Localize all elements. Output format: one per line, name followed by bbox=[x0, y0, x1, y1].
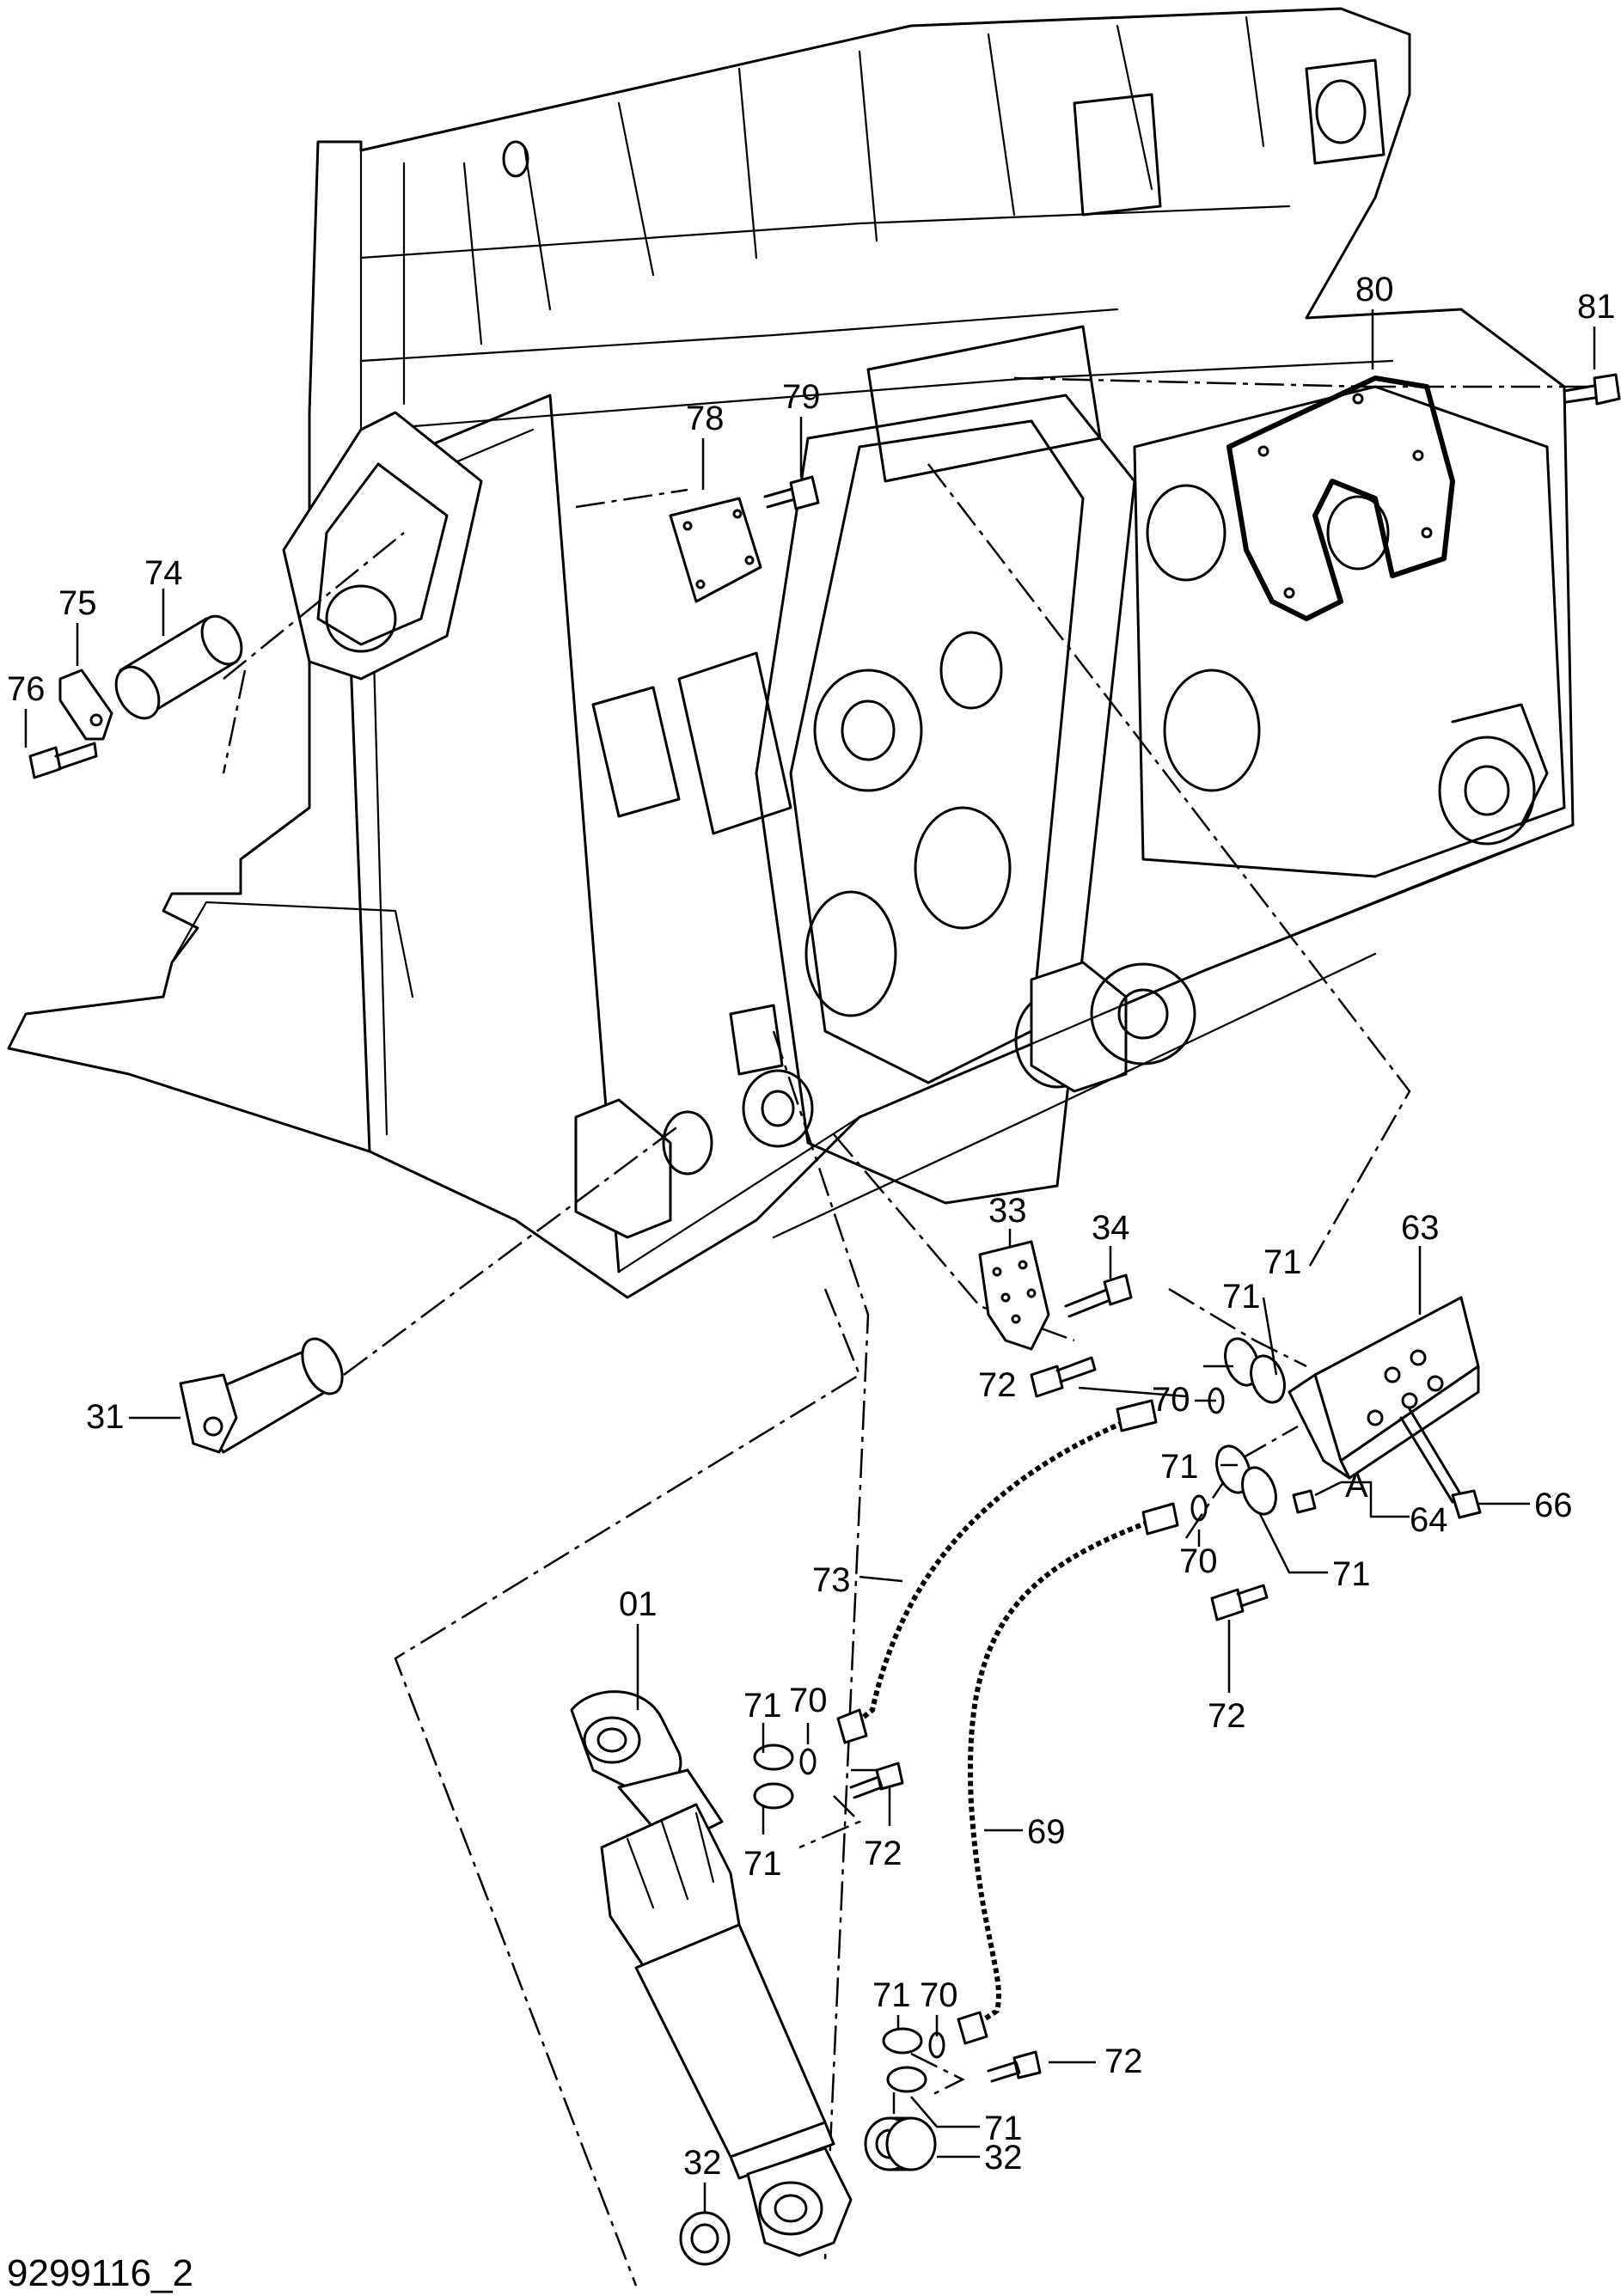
callout-71: 71 bbox=[1263, 1243, 1302, 1281]
bushings-32 bbox=[679, 2116, 937, 2266]
callout-a: A bbox=[1345, 1467, 1368, 1505]
callout-80: 80 bbox=[1355, 271, 1394, 308]
callout-66: 66 bbox=[1534, 1487, 1573, 1524]
bolt-79 bbox=[763, 475, 820, 510]
callout-64: 64 bbox=[1410, 1501, 1448, 1539]
callout-72: 72 bbox=[1104, 2043, 1143, 2080]
leader-lines bbox=[24, 309, 1596, 2213]
bolt-34 bbox=[1064, 1273, 1133, 1318]
lock-plate-75 bbox=[58, 669, 113, 741]
assembly-centerlines bbox=[222, 376, 1590, 2287]
callout-71: 71 bbox=[1332, 1555, 1371, 1593]
callout-63: 63 bbox=[1401, 1209, 1440, 1247]
callout-70: 70 bbox=[1152, 1381, 1190, 1419]
callout-01: 01 bbox=[619, 1585, 658, 1623]
callout-70: 70 bbox=[1179, 1542, 1218, 1580]
cylinder-01 bbox=[570, 1690, 853, 2257]
callout-labels: 01 31 32 32 33 34 63 A 64 66 69 70 70 70… bbox=[7, 271, 1616, 2182]
callout-71: 71 bbox=[743, 1845, 782, 1883]
plug-64 bbox=[1292, 1489, 1317, 1514]
bolt-76 bbox=[28, 742, 98, 779]
callout-70: 70 bbox=[920, 1976, 958, 2014]
valve-block-63 bbox=[1288, 1296, 1480, 1480]
callout-71: 71 bbox=[1222, 1278, 1261, 1316]
callout-32: 32 bbox=[683, 2144, 722, 2182]
callout-72: 72 bbox=[864, 1835, 902, 1872]
callout-79: 79 bbox=[782, 378, 821, 416]
flanges-71-cylinder bbox=[753, 1743, 927, 2093]
callout-34: 34 bbox=[1092, 1209, 1130, 1247]
callout-76: 76 bbox=[7, 670, 46, 708]
cover-78 bbox=[669, 497, 762, 603]
callout-32: 32 bbox=[984, 2139, 1023, 2177]
callout-71: 71 bbox=[872, 1976, 911, 2014]
callout-31: 31 bbox=[86, 1398, 125, 1436]
callout-71: 71 bbox=[1160, 1448, 1199, 1486]
callout-72: 72 bbox=[1208, 1697, 1246, 1735]
pin-31 bbox=[179, 1337, 344, 1454]
bolts-72 bbox=[849, 1356, 1269, 2083]
callout-81: 81 bbox=[1577, 288, 1616, 326]
callout-71: 71 bbox=[743, 1687, 782, 1725]
callout-71: 71 bbox=[984, 2110, 1023, 2147]
cover-plate-80 bbox=[1226, 376, 1455, 621]
bolt-66 bbox=[1399, 1408, 1482, 1519]
callout-72: 72 bbox=[978, 1366, 1017, 1404]
hose-73 bbox=[836, 1399, 1158, 1744]
diagram-code: 9299116_2 bbox=[7, 2252, 193, 2294]
callout-73: 73 bbox=[812, 1561, 851, 1599]
boom-frame bbox=[7, 7, 1575, 1299]
pin-74 bbox=[114, 614, 243, 720]
callout-75: 75 bbox=[58, 584, 97, 622]
bracket-33 bbox=[978, 1240, 1050, 1351]
hose-69 bbox=[957, 1502, 1179, 2045]
callout-33: 33 bbox=[988, 1192, 1027, 1230]
flanges-71-valve bbox=[1215, 1337, 1286, 1516]
callout-74: 74 bbox=[144, 554, 183, 592]
callout-78: 78 bbox=[686, 400, 725, 437]
callout-70: 70 bbox=[789, 1682, 828, 1719]
bolt-81 bbox=[1563, 373, 1621, 406]
callout-69: 69 bbox=[1027, 1813, 1066, 1851]
